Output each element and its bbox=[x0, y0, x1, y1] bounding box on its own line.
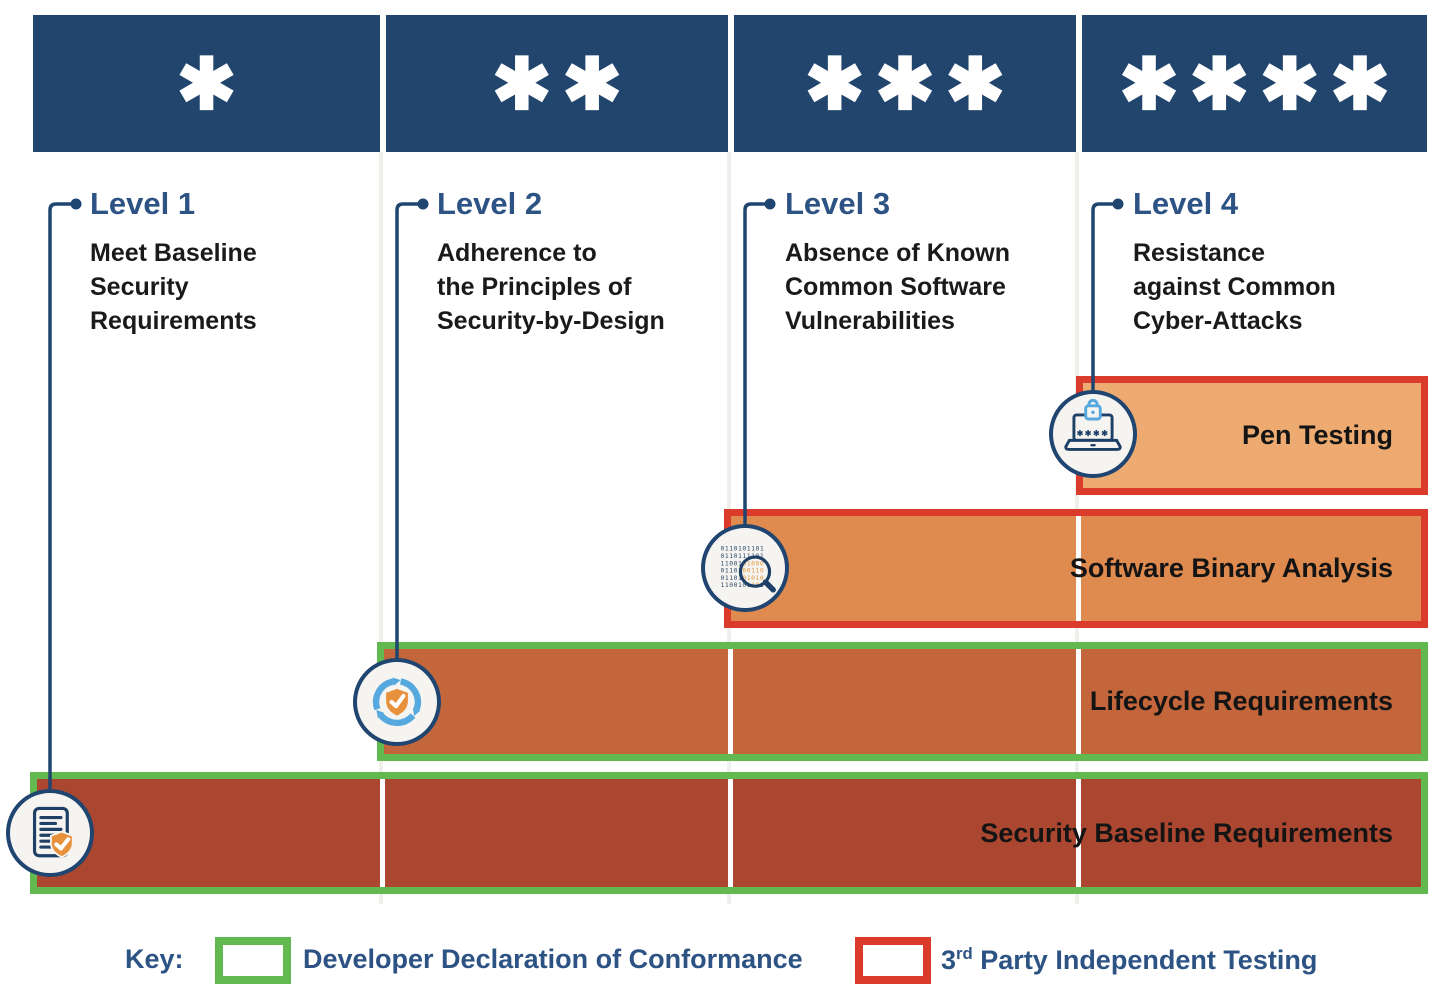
bar-lifecycle-requirements: Lifecycle Requirements bbox=[377, 642, 1428, 761]
binary-row-magnified: 1100101101 bbox=[720, 582, 764, 589]
connector-dot bbox=[417, 198, 429, 210]
column-divider-line bbox=[379, 152, 383, 904]
star-icons: ✱✱✱ bbox=[804, 44, 1016, 125]
star-icons: ✱✱ bbox=[491, 44, 633, 125]
level-2-description: Adherence to the Principles of Security-… bbox=[437, 239, 665, 335]
key-third-party-testing-label: 3rd Party Independent Testing bbox=[941, 944, 1317, 976]
binary-row: 0110101101 bbox=[720, 546, 764, 553]
bar-column-divider bbox=[1076, 649, 1081, 754]
star-icons: ✱✱✱✱ bbox=[1118, 44, 1401, 125]
key-swatch-third-party-testing bbox=[855, 937, 931, 984]
key-third-party-ordinal: rd bbox=[956, 944, 973, 963]
bar-column-divider bbox=[380, 779, 385, 887]
key-developer-declaration-label: Developer Declaration of Conformance bbox=[303, 944, 803, 974]
bar-software-binary-analysis-label: Software Binary Analysis bbox=[1069, 553, 1393, 583]
header-stars-level-1: ✱ bbox=[33, 15, 380, 152]
bar-column-divider bbox=[728, 649, 733, 754]
bar-column-divider bbox=[728, 779, 733, 887]
bar-security-baseline-requirements-label: Security Baseline Requirements bbox=[980, 817, 1393, 848]
software-binary-analysis-magnifier-icon: 0110101101 0110111101 1100101000 0110100… bbox=[701, 524, 789, 612]
key-swatch-developer-declaration bbox=[215, 937, 291, 984]
bar-column-divider bbox=[1076, 779, 1081, 887]
level-3-title: Level 3 bbox=[785, 186, 891, 221]
connector-dot bbox=[764, 198, 776, 210]
star-icons: ✱ bbox=[176, 44, 247, 125]
key-third-party-rest: Party Independent Testing bbox=[972, 945, 1318, 975]
bar-lifecycle-requirements-label: Lifecycle Requirements bbox=[1089, 686, 1393, 716]
level-4-title: Level 4 bbox=[1133, 186, 1239, 221]
bar-pen-testing-label: Pen Testing bbox=[1241, 420, 1393, 450]
level-1-title: Level 1 bbox=[90, 186, 196, 221]
level-4-description: Resistance against Common Cyber-Attacks bbox=[1133, 239, 1336, 335]
key-third-party-prefix: 3 bbox=[941, 945, 957, 975]
connector-level-2 bbox=[395, 202, 423, 702]
binary-row: 0110111101 bbox=[720, 553, 764, 560]
bar-column-divider bbox=[1076, 516, 1081, 621]
pen-testing-laptop-lock-icon: ✱✱✱✱ bbox=[1049, 390, 1137, 478]
binary-row-magnified: 0110100110 bbox=[720, 568, 764, 575]
bar-software-binary-analysis: Software Binary Analysis bbox=[724, 509, 1428, 628]
level-2-title: Level 2 bbox=[437, 186, 543, 221]
header-stars-level-4: ✱✱✱✱ bbox=[1082, 15, 1427, 152]
security-baseline-document-shield-icon bbox=[6, 789, 94, 877]
laptop-screen-stars: ✱✱✱✱ bbox=[1077, 429, 1110, 438]
bar-security-baseline-requirements: Security Baseline Requirements bbox=[30, 772, 1428, 894]
header-stars-level-2: ✱✱ bbox=[386, 15, 728, 152]
header-stars-level-3: ✱✱✱ bbox=[734, 15, 1076, 152]
level-3-description: Absence of Known Common Software Vulnera… bbox=[785, 239, 1011, 335]
binary-row: 1100101101 bbox=[720, 582, 764, 589]
key-label: Key: bbox=[125, 944, 184, 974]
lifecycle-shield-cycle-icon bbox=[353, 658, 441, 746]
binary-row-magnified: 0110101010 bbox=[720, 575, 764, 582]
level-1-description: Meet Baseline Security Requirements bbox=[90, 239, 257, 335]
connector-dot bbox=[1112, 198, 1124, 210]
connector-dot bbox=[70, 198, 82, 210]
connector-level-1 bbox=[48, 202, 76, 833]
